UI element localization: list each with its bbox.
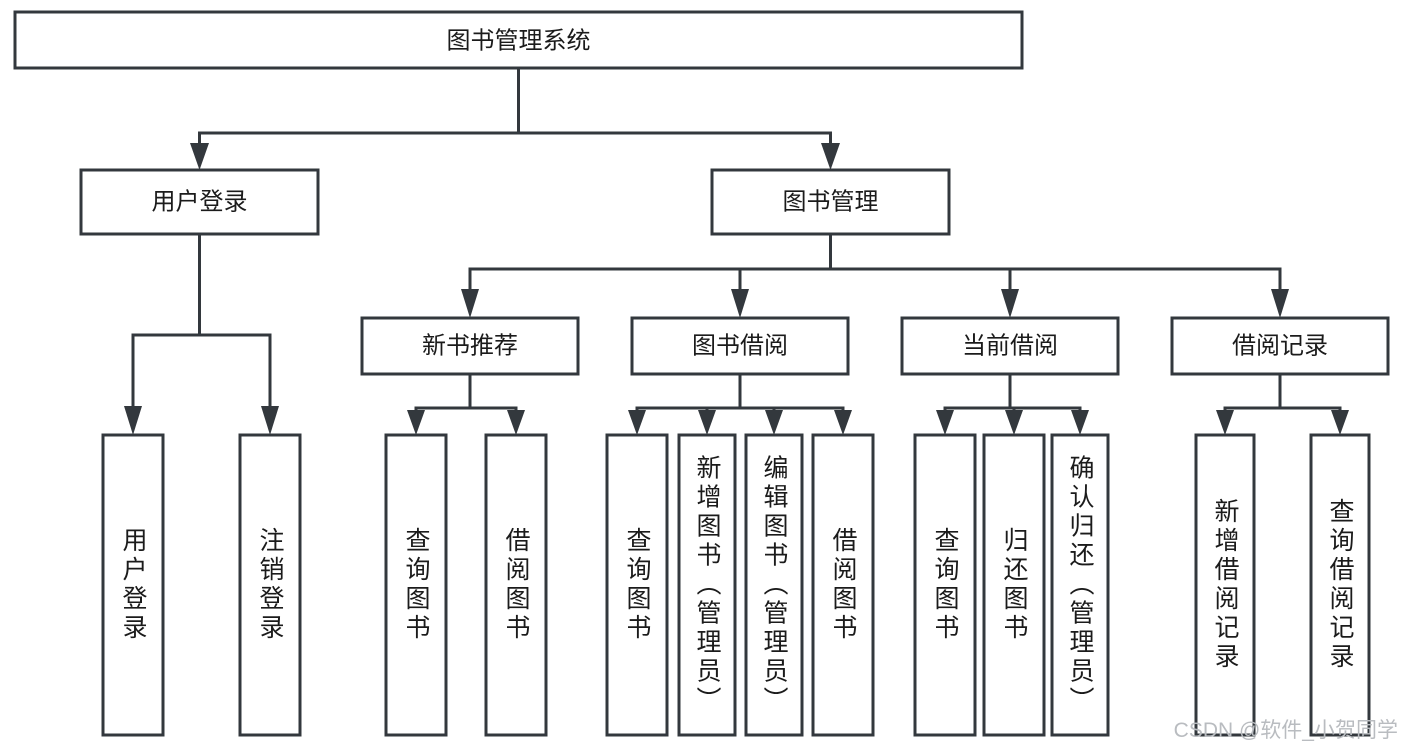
node-root[interactable]: 图书管理系统: [13, 10, 1024, 70]
node-leaf-add-book-admin[interactable]: 新增图书（管理员）: [677, 433, 737, 737]
node-new-book-recommend[interactable]: 新书推荐: [360, 316, 580, 376]
node-leaf-borrow-book-box[interactable]: [811, 433, 875, 737]
node-leaf-return-book[interactable]: 归还图书: [982, 433, 1046, 737]
node-new-book-recommend-label: 新书推荐: [422, 332, 518, 359]
node-leaf-query-book-borrow[interactable]: 查询图书: [605, 433, 669, 737]
node-book-manage-box[interactable]: [710, 168, 951, 236]
node-borrow-record-label: 借阅记录: [1232, 332, 1328, 359]
node-borrow-record[interactable]: 借阅记录: [1170, 316, 1390, 376]
node-leaf-edit-book-admin-label: 编辑图书（管理员）: [760, 455, 789, 716]
node-leaf-user-logout[interactable]: 注销登录: [238, 433, 302, 737]
arrow-to-leaf-borrow-book: [834, 410, 852, 435]
arrow-to-leaf-return-book: [1005, 410, 1023, 435]
node-leaf-add-borrow-record-box[interactable]: [1194, 433, 1256, 737]
arrow-to-current-borrow: [1001, 289, 1019, 318]
arrow-to-user-login: [190, 143, 209, 170]
node-user-login[interactable]: 用户登录: [79, 168, 320, 236]
arrow-to-leaf-query-book-recommend: [407, 410, 425, 435]
arrow-to-leaf-user-login: [124, 406, 142, 435]
node-leaf-user-logout-box[interactable]: [238, 433, 302, 737]
node-leaf-borrow-book-recommend-box[interactable]: [484, 433, 548, 737]
node-leaf-borrow-book-recommend-label: 借阅图书: [502, 527, 531, 643]
arrow-to-leaf-borrow-book-recommend: [507, 410, 525, 435]
arrow-to-leaf-query-book-current: [936, 410, 954, 435]
node-leaf-query-borrow-record-label: 查询借阅记录: [1326, 498, 1355, 672]
node-leaf-add-borrow-record[interactable]: 新增借阅记录: [1194, 433, 1256, 737]
node-root-label: 图书管理系统: [447, 27, 591, 54]
arrow-to-book-borrow: [731, 289, 749, 318]
node-leaf-confirm-return-admin-box[interactable]: [1050, 433, 1110, 737]
arrow-to-borrow-record: [1271, 289, 1289, 318]
node-leaf-user-login-label: 用户登录: [119, 527, 148, 643]
node-root-box[interactable]: [13, 10, 1024, 70]
arrow-to-leaf-confirm-return-admin: [1071, 410, 1089, 435]
node-current-borrow-box[interactable]: [900, 316, 1120, 376]
node-leaf-query-book-recommend-box[interactable]: [384, 433, 448, 737]
node-leaf-return-book-label: 归还图书: [1000, 527, 1029, 643]
node-leaf-query-book-current[interactable]: 查询图书: [913, 433, 977, 737]
node-current-borrow[interactable]: 当前借阅: [900, 316, 1120, 376]
node-leaf-query-borrow-record[interactable]: 查询借阅记录: [1309, 433, 1371, 737]
node-book-borrow-label: 图书借阅: [692, 332, 788, 359]
node-leaf-return-book-box[interactable]: [982, 433, 1046, 737]
node-user-login-label: 用户登录: [152, 188, 248, 215]
node-book-borrow[interactable]: 图书借阅: [630, 316, 850, 376]
arrow-to-leaf-query-book-borrow: [628, 410, 646, 435]
node-leaf-query-book-current-box[interactable]: [913, 433, 977, 737]
arrow-to-leaf-add-book-admin: [698, 410, 716, 435]
node-user-login-box[interactable]: [79, 168, 320, 236]
node-leaf-query-book-borrow-box[interactable]: [605, 433, 669, 737]
node-leaf-borrow-book[interactable]: 借阅图书: [811, 433, 875, 737]
node-leaf-confirm-return-admin[interactable]: 确认归还（管理员）: [1050, 433, 1110, 737]
node-leaf-query-book-recommend[interactable]: 查询图书: [384, 433, 448, 737]
node-borrow-record-box[interactable]: [1170, 316, 1390, 376]
node-leaf-add-book-admin-box[interactable]: [677, 433, 737, 737]
node-leaf-edit-book-admin[interactable]: 编辑图书（管理员）: [744, 433, 804, 737]
node-leaf-query-book-current-label: 查询图书: [931, 527, 960, 643]
node-leaf-borrow-book-label: 借阅图书: [829, 527, 858, 643]
node-leaf-add-borrow-record-label: 新增借阅记录: [1211, 498, 1240, 672]
node-leaf-confirm-return-admin-label: 确认归还（管理员）: [1066, 455, 1095, 716]
node-leaf-user-login-box[interactable]: [101, 433, 165, 737]
node-leaf-borrow-book-recommend[interactable]: 借阅图书: [484, 433, 548, 737]
node-leaf-add-book-admin-label: 新增图书（管理员）: [693, 455, 722, 716]
arrow-to-leaf-query-borrow-record: [1331, 410, 1349, 435]
arrow-to-leaf-user-logout: [261, 406, 279, 435]
arrow-to-book-manage: [821, 143, 840, 170]
arrow-to-leaf-edit-book-admin: [765, 410, 783, 435]
node-book-manage[interactable]: 图书管理: [710, 168, 951, 236]
arrow-to-new-book-recommend: [461, 289, 479, 318]
node-book-manage-label: 图书管理: [783, 188, 879, 215]
node-leaf-query-book-borrow-label: 查询图书: [623, 527, 652, 643]
node-leaf-edit-book-admin-box[interactable]: [744, 433, 804, 737]
node-leaf-user-login[interactable]: 用户登录: [101, 433, 165, 737]
node-current-borrow-label: 当前借阅: [962, 332, 1058, 359]
node-leaf-user-logout-label: 注销登录: [256, 527, 285, 643]
node-book-borrow-box[interactable]: [630, 316, 850, 376]
arrow-to-leaf-add-borrow-record: [1216, 410, 1234, 435]
csdn-watermark: CSDN @软件_小贺同学: [1174, 719, 1398, 742]
node-leaf-query-borrow-record-box[interactable]: [1309, 433, 1371, 737]
node-new-book-recommend-box[interactable]: [360, 316, 580, 376]
node-leaf-query-book-recommend-label: 查询图书: [402, 527, 431, 643]
connector-layer: [124, 66, 1349, 435]
